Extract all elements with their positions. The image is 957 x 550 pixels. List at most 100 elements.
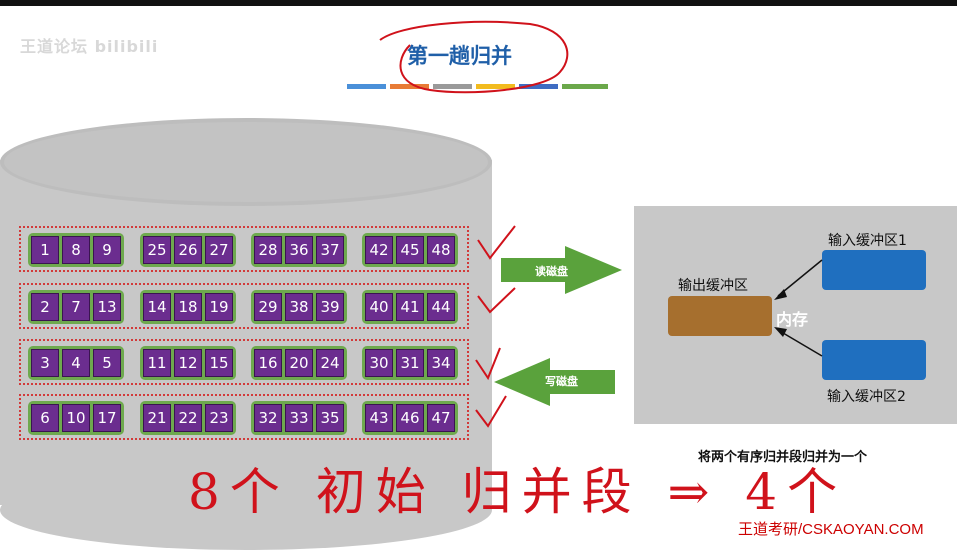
caption: 将两个有序归并段归并为一个 xyxy=(698,450,868,465)
record-cell: 27 xyxy=(205,236,233,264)
record-cell: 17 xyxy=(93,404,121,432)
record-cell: 29 xyxy=(254,293,282,321)
check-3 xyxy=(475,347,501,381)
in2-to-out-arrow xyxy=(777,329,823,357)
record-cell: 11 xyxy=(143,349,171,377)
handwritten-annotation: 8个 初始 归并段 ⇒ 4个 xyxy=(188,463,848,521)
record-cell: 5 xyxy=(93,349,121,377)
output-buffer-label: 输出缓冲区 xyxy=(678,278,748,294)
colorbar-1 xyxy=(347,84,386,89)
record-cell: 22 xyxy=(174,404,202,432)
top-bar xyxy=(0,0,957,6)
record-cell: 36 xyxy=(285,236,313,264)
record-cell: 10 xyxy=(62,404,90,432)
colorbar-2 xyxy=(390,84,429,89)
title-circle-annotation xyxy=(379,20,569,94)
colorbar-4 xyxy=(476,84,515,89)
record-cell: 42 xyxy=(365,236,393,264)
record-cell: 43 xyxy=(365,404,393,432)
check-4 xyxy=(475,395,507,428)
read-arrow xyxy=(501,246,622,294)
record-cell: 13 xyxy=(93,293,121,321)
record-cell: 34 xyxy=(427,349,455,377)
record-cell: 38 xyxy=(285,293,313,321)
in1-to-out-arrow xyxy=(777,259,823,297)
record-cell: 37 xyxy=(316,236,344,264)
record-cell: 23 xyxy=(205,404,233,432)
record-cell: 39 xyxy=(316,293,344,321)
record-cell: 40 xyxy=(365,293,393,321)
record-cell: 4 xyxy=(62,349,90,377)
record-cell: 9 xyxy=(93,236,121,264)
record-cell: 6 xyxy=(31,404,59,432)
record-cell: 46 xyxy=(396,404,424,432)
input-buffer-1 xyxy=(822,250,926,290)
record-cell: 33 xyxy=(285,404,313,432)
record-cell: 15 xyxy=(205,349,233,377)
record-cell: 44 xyxy=(427,293,455,321)
brand-watermark: 王道考研/CSKAOYAN.COM xyxy=(738,521,924,538)
record-cell: 20 xyxy=(285,349,313,377)
record-cell: 1 xyxy=(31,236,59,264)
record-cell: 45 xyxy=(396,236,424,264)
record-cell: 28 xyxy=(254,236,282,264)
memory-label: 内存 xyxy=(776,310,809,329)
record-cell: 47 xyxy=(427,404,455,432)
record-cell: 32 xyxy=(254,404,282,432)
input-buffer-2-label: 输入缓冲区2 xyxy=(827,389,906,405)
colorbar-3 xyxy=(433,84,472,89)
record-cell: 8 xyxy=(62,236,90,264)
check-1 xyxy=(477,225,516,260)
colorbar-6 xyxy=(562,84,608,89)
record-cell: 19 xyxy=(205,293,233,321)
record-cell: 3 xyxy=(31,349,59,377)
in1-arrowhead xyxy=(774,289,787,300)
record-cell: 7 xyxy=(62,293,90,321)
record-cell: 24 xyxy=(316,349,344,377)
disk-top-inner xyxy=(4,122,488,202)
read-arrow-label: 读磁盘 xyxy=(535,265,568,278)
record-cell: 41 xyxy=(396,293,424,321)
record-cell: 30 xyxy=(365,349,393,377)
record-cell: 2 xyxy=(31,293,59,321)
in2-arrowhead xyxy=(774,327,787,337)
record-cell: 16 xyxy=(254,349,282,377)
colorbar-5 xyxy=(519,84,558,89)
record-cell: 18 xyxy=(174,293,202,321)
disk-body xyxy=(0,160,492,505)
record-cell: 21 xyxy=(143,404,171,432)
watermark: 王道论坛 bilibili xyxy=(20,37,159,56)
record-cell: 14 xyxy=(143,293,171,321)
record-cell: 35 xyxy=(316,404,344,432)
record-cell: 12 xyxy=(174,349,202,377)
write-arrow-label: 写磁盘 xyxy=(545,375,578,388)
record-cell: 26 xyxy=(174,236,202,264)
slide-title: 第一趟归并 xyxy=(407,44,512,68)
record-cell: 48 xyxy=(427,236,455,264)
write-arrow xyxy=(494,358,615,406)
input-buffer-1-label: 输入缓冲区1 xyxy=(828,233,907,249)
output-buffer xyxy=(668,296,772,336)
check-2 xyxy=(477,287,516,314)
